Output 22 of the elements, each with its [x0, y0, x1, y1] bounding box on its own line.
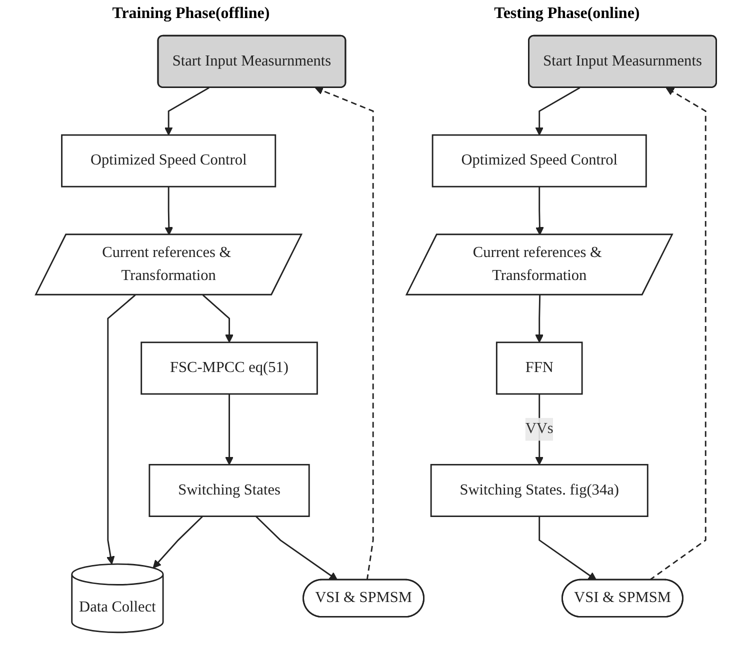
node-box: Optimized Speed Control — [61, 134, 276, 188]
arrow — [152, 516, 204, 568]
phase-heading: Training Phase(offline) — [112, 5, 270, 23]
arrow — [255, 516, 338, 580]
arrow — [649, 87, 706, 581]
arrow — [535, 87, 580, 136]
arrow — [164, 186, 174, 236]
node-box: FFN — [496, 342, 583, 395]
node-box: Optimized Speed Control — [432, 134, 647, 188]
node-box: Switching States. fig(34a) — [430, 464, 648, 517]
arrow — [202, 294, 234, 343]
phase-heading: Testing Phase(online) — [494, 5, 640, 23]
arrow — [225, 394, 234, 466]
arrow — [106, 294, 136, 565]
arrow — [538, 516, 597, 580]
arrow — [314, 86, 374, 580]
node-box: FSC-MPCC eq(51) — [140, 342, 318, 395]
arrow — [535, 295, 544, 343]
edge-label: VVs — [525, 420, 554, 437]
arrow — [535, 186, 544, 236]
node-box: Switching States — [148, 464, 310, 517]
arrow — [164, 87, 210, 136]
